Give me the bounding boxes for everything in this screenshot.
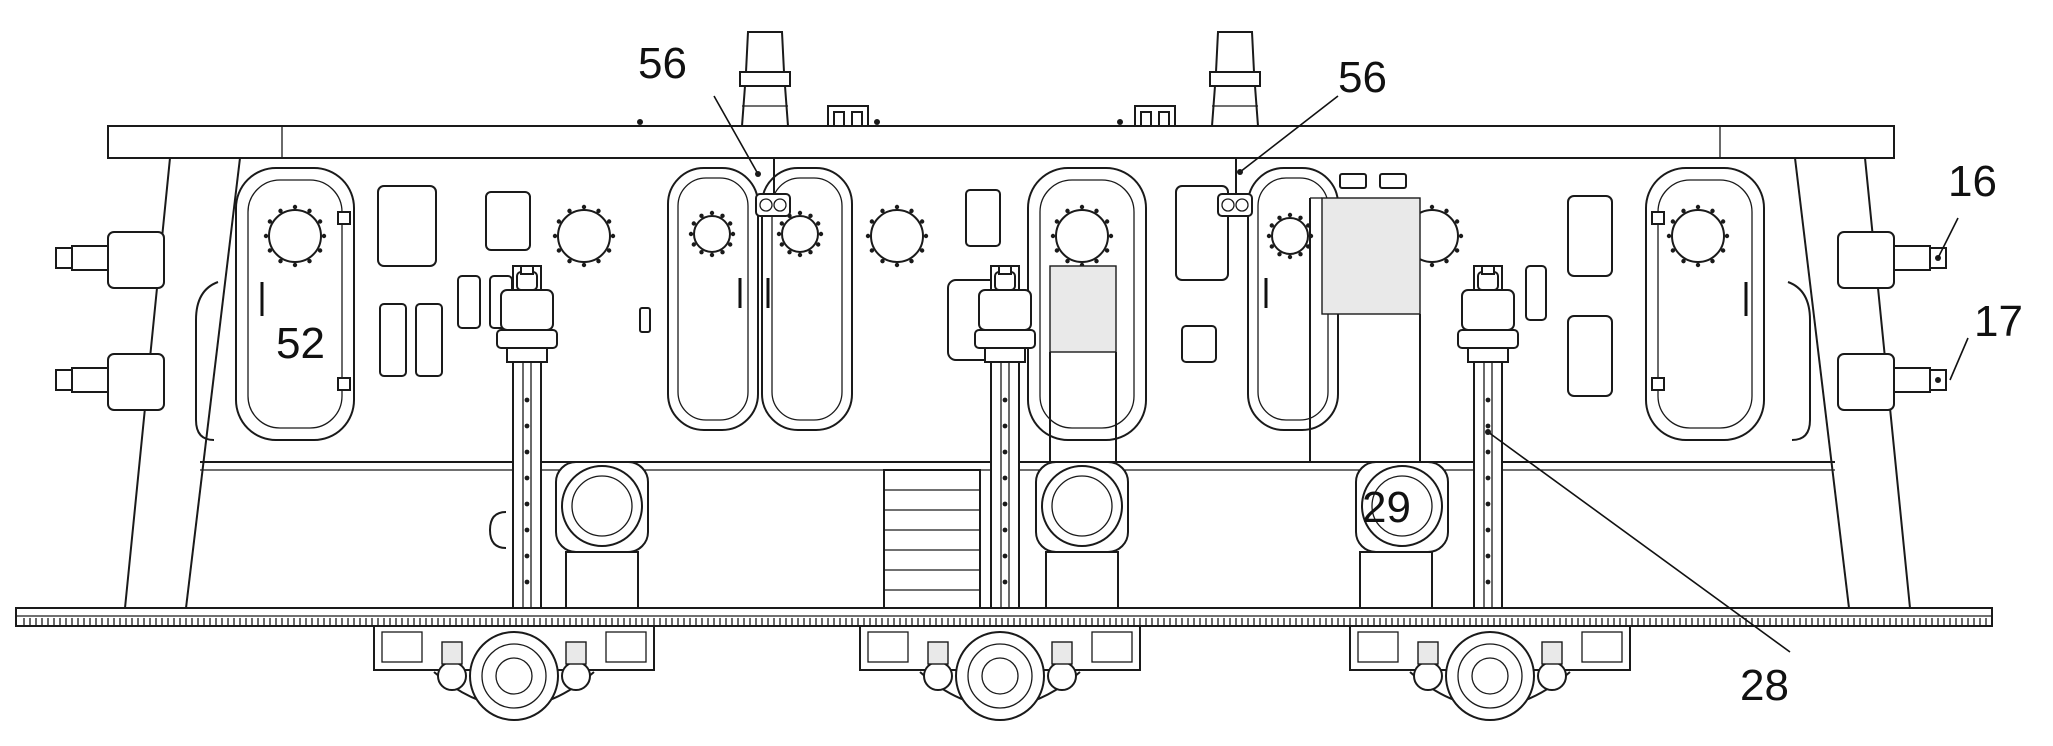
round-ports (263, 204, 1730, 268)
ref-label-16: 16 (1948, 157, 1997, 206)
undercarriage (373, 625, 1631, 721)
exhaust-stack-left (739, 31, 791, 127)
pump-casings (489, 461, 1449, 609)
ref-label-29: 29 (1362, 483, 1411, 532)
top-brackets (637, 105, 1176, 127)
side-connectors (55, 231, 1947, 411)
ref-label-17: 17 (1974, 297, 2023, 346)
hanger-clamps (755, 158, 1253, 217)
leader-lines (713, 95, 1969, 653)
vertical-columns (496, 265, 1519, 609)
reference-labels: 56 56 16 17 52 29 28 (276, 39, 2023, 710)
top-plate (107, 125, 1895, 159)
riveted-boxes (1049, 197, 1421, 462)
ref-label-28: 28 (1740, 661, 1789, 710)
base-rail (15, 607, 1993, 627)
ref-label-56-right: 56 (1338, 53, 1387, 102)
ref-label-56-left: 56 (638, 39, 687, 88)
exhaust-stack-right (1209, 31, 1261, 127)
ref-label-52: 52 (276, 319, 325, 368)
